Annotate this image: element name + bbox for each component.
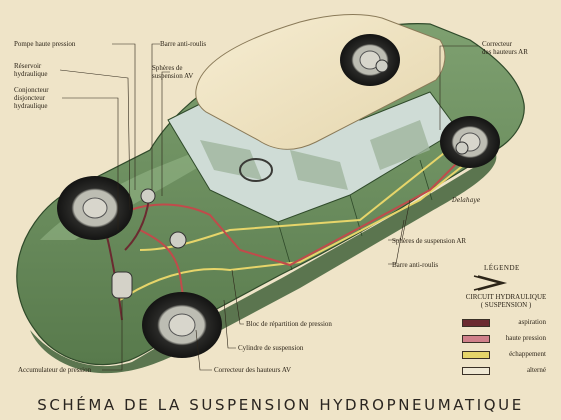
legend-swatch bbox=[462, 335, 490, 343]
legend-title: LÉGENDE bbox=[484, 264, 520, 272]
suspension-spheres-av bbox=[140, 188, 187, 249]
legend-swatch bbox=[462, 367, 490, 375]
legend-circuit: CIRCUIT HYDRAULIQUE ( SUSPENSION ) bbox=[456, 293, 556, 309]
rear-sphere bbox=[375, 59, 389, 73]
label-accumulateur: Accumulateur de pression bbox=[18, 366, 92, 374]
rear-left-wheel bbox=[340, 34, 400, 86]
label-spheres-suspension-av: Sphères de suspension AV bbox=[152, 64, 194, 80]
label-conjoncteur: Conjoncteur disjoncteur hydraulique bbox=[14, 86, 49, 110]
leader-lines bbox=[59, 43, 478, 371]
label-barre-anti-roulis-av: Barre anti-roulis bbox=[160, 40, 207, 48]
legend-circuit-text: CIRCUIT HYDRAULIQUE ( SUSPENSION ) bbox=[465, 293, 547, 309]
legend-item-label: alterné bbox=[526, 366, 546, 374]
label-correcteur-hauteurs-ar: Correcteur des hauteurs AR bbox=[482, 40, 528, 56]
label-bloc-repartition: Bloc de répartition de pression bbox=[246, 320, 332, 328]
artist-signature: Delahaye bbox=[451, 197, 481, 204]
legend-swatch bbox=[462, 319, 490, 327]
front-right-wheel bbox=[142, 292, 222, 358]
accumulator bbox=[111, 271, 133, 299]
label-spheres-suspension-ar: Sphères de suspension AR bbox=[392, 237, 467, 245]
legend-arrow-icon bbox=[473, 275, 508, 291]
legend-item-label: aspiration bbox=[518, 318, 546, 326]
circuit-haute-pression bbox=[129, 149, 471, 311]
label-barre-anti-roulis-ar: Barre anti-roulis bbox=[392, 261, 439, 269]
rear-right-wheel bbox=[440, 116, 500, 168]
legend-swatch bbox=[462, 351, 490, 359]
front-left-wheel bbox=[57, 176, 133, 240]
circuit-echappement bbox=[119, 149, 471, 301]
label-cylindre-suspension: Cylindre de suspension bbox=[238, 344, 304, 352]
legend-item-label: échappement bbox=[509, 350, 546, 358]
rear-sphere-2 bbox=[455, 141, 469, 155]
label-reservoir-hydraulique: Réservoir hydraulique bbox=[14, 62, 48, 78]
legend-item-label: haute pression bbox=[505, 334, 546, 342]
diagram-title: SCHÉMA DE LA SUSPENSION HYDROPNEUMATIQUE bbox=[37, 396, 524, 414]
label-pompe-haute-pression: Pompe haute pression bbox=[14, 40, 76, 48]
label-correcteur-hauteurs-av: Correcteur des hauteurs AV bbox=[214, 366, 292, 374]
